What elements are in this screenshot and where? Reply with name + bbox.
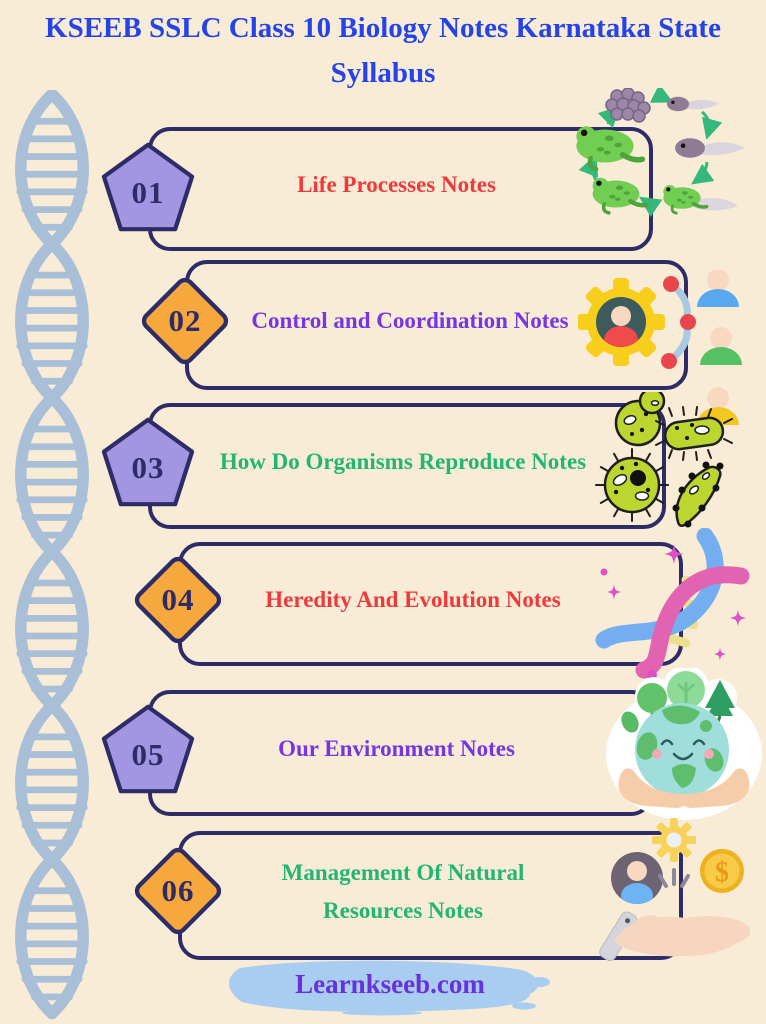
badge-01: 01 bbox=[101, 142, 195, 232]
microbes-icon bbox=[592, 392, 766, 540]
brush-stroke-decoration bbox=[229, 960, 550, 1016]
note-label-organisms-reproduce: How Do Organisms Reproduce Notes bbox=[148, 403, 658, 521]
badge-03: 03 bbox=[101, 417, 195, 507]
note-label-text: Life Processes Notes bbox=[297, 172, 496, 198]
earth-in-hands-icon bbox=[602, 668, 766, 820]
note-label-text: How Do Organisms Reproduce Notes bbox=[219, 449, 587, 475]
badge-04: 04 bbox=[130, 552, 226, 648]
page-title: KSEEB SSLC Class 10 Biology Notes Karnat… bbox=[45, 12, 721, 89]
hand-resources-icon: $ bbox=[588, 818, 766, 966]
note-label-text: Heredity And Evolution Notes bbox=[265, 587, 561, 613]
note-label-text: Control and Coordination Notes bbox=[251, 308, 569, 334]
note-label-text: Management Of Natural Resources Notes bbox=[281, 859, 525, 923]
badge-number: 03 bbox=[131, 450, 165, 485]
note-label-text: Our Environment Notes bbox=[278, 736, 515, 762]
note-label-natural-resources: Management Of Natural Resources Notes bbox=[178, 831, 628, 952]
badge-05: 05 bbox=[101, 704, 195, 794]
note-label-our-environment: Our Environment Notes bbox=[148, 690, 645, 808]
dna-helix-3d-icon bbox=[588, 528, 766, 683]
badge-number: 02 bbox=[168, 303, 202, 338]
website-link[interactable]: Learnkseeb.com bbox=[295, 968, 485, 999]
note-label-life-processes: Life Processes Notes bbox=[148, 127, 645, 243]
badge-06: 06 bbox=[130, 843, 226, 939]
dna-strand-decoration bbox=[0, 88, 104, 1020]
dollar-icon: $ bbox=[715, 857, 729, 888]
badge-number: 06 bbox=[161, 873, 195, 908]
note-label-control-coordination: Control and Coordination Notes bbox=[185, 260, 635, 382]
gear-people-network-icon bbox=[578, 270, 766, 435]
badge-number: 01 bbox=[131, 175, 165, 210]
badge-number: 04 bbox=[161, 582, 195, 617]
note-label-heredity-evolution: Heredity And Evolution Notes bbox=[178, 542, 648, 658]
badge-number: 05 bbox=[131, 737, 165, 772]
footer: Learnkseeb.com bbox=[222, 950, 558, 1018]
badge-02: 02 bbox=[137, 273, 233, 369]
frog-life-cycle-icon bbox=[560, 88, 766, 248]
